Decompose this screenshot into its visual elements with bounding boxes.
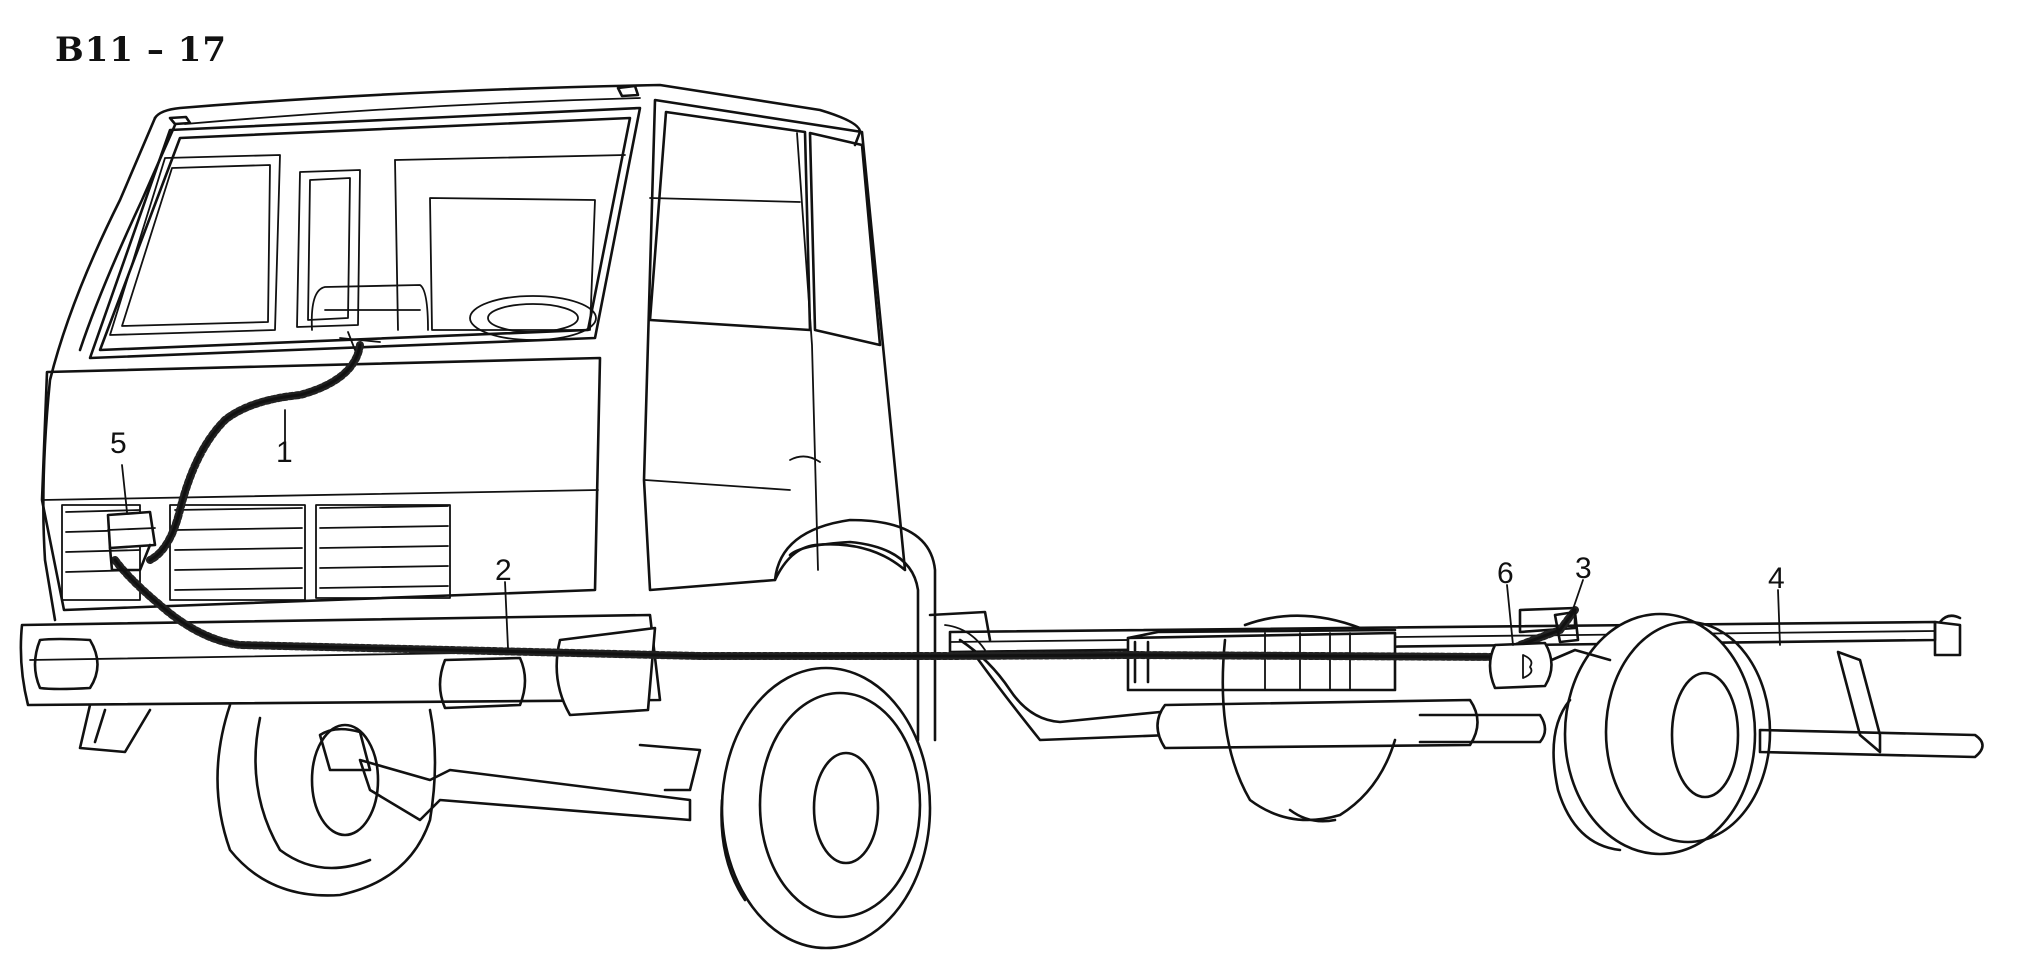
callout-6: 6: [1497, 557, 1514, 590]
wiring-harness: [106, 331, 1580, 690]
fuel-tank-box: [1126, 628, 1397, 692]
chassis-frame: [948, 606, 1984, 759]
leader-lines: [121, 409, 1781, 649]
callout-2: 2: [495, 554, 512, 587]
front-left-wheel: [216, 703, 692, 897]
rear-wheel: [1538, 612, 1772, 856]
middle-wheel: [1221, 614, 1397, 823]
diagram-title: B11 – 17: [55, 30, 228, 70]
front-right-wheel: [638, 666, 932, 950]
cab-body: [40, 83, 937, 742]
callouts: 1 2 3 4 5 6: [110, 427, 1785, 595]
callout-4: 4: [1768, 562, 1785, 595]
callout-3: 3: [1575, 552, 1592, 585]
callout-5: 5: [110, 427, 127, 460]
callout-1: 1: [276, 436, 293, 469]
